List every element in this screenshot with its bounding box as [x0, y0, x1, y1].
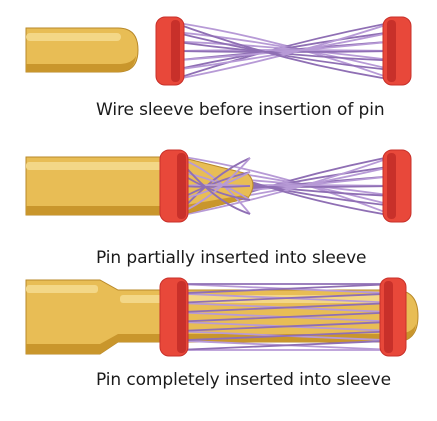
pin-highlight: [26, 162, 176, 170]
sleeve-wire: [175, 292, 393, 304]
sleeve-wire: [175, 330, 393, 342]
caption-complete-insertion: Pin completely inserted into sleeve: [96, 370, 391, 390]
left-ring: [159, 149, 189, 223]
sleeve-wires: [175, 283, 393, 351]
right-ring: [382, 16, 412, 86]
left-ring: [159, 277, 189, 357]
wire-sleeve: [155, 16, 412, 86]
left-ring-shade: [177, 281, 186, 353]
complete-insertion-illustration: [25, 277, 419, 357]
sleeve-wire: [177, 155, 396, 217]
sleeve-wires: [171, 21, 396, 81]
sleeve-wire: [175, 311, 393, 323]
pin-shadow: [26, 195, 250, 215]
left-ring-shade: [177, 153, 186, 219]
left-ring: [155, 16, 185, 86]
sleeve-wire: [171, 30, 396, 72]
right-ring-shade: [387, 20, 396, 82]
pin-highlight: [26, 33, 121, 41]
right-ring-shade: [384, 281, 393, 353]
panel-complete-insertion: Pin completely inserted into sleeve: [0, 270, 437, 421]
sleeve-wire: [175, 339, 393, 351]
right-ring: [382, 149, 412, 223]
pin: [25, 27, 139, 73]
caption-before-insertion: Wire sleeve before insertion of pin: [96, 100, 385, 120]
panel-partial-insertion: Pin partially inserted into sleeve: [0, 140, 437, 280]
partial-insertion-illustration: [25, 149, 412, 223]
sleeve-wire: [177, 185, 251, 188]
panel-before-insertion: Wire sleeve before insertion of pin: [0, 0, 437, 140]
pin: [25, 156, 254, 216]
sleeve-wire: [175, 321, 393, 333]
sleeve-wire: [171, 30, 396, 72]
sleeve-wire: [171, 40, 396, 62]
sleeve-wire: [171, 40, 396, 62]
sleeve-wire: [171, 21, 396, 81]
sleeve-wire: [175, 283, 393, 295]
right-ring: [379, 277, 407, 357]
caption-partial-insertion: Pin partially inserted into sleeve: [96, 248, 367, 268]
pin-highlight: [26, 285, 98, 293]
sleeve-wire: [177, 155, 396, 217]
sleeve-wire: [171, 21, 396, 81]
pin-shadow: [26, 56, 136, 72]
right-ring-shade: [387, 153, 396, 219]
sleeve-wire: [175, 302, 393, 314]
before-insertion-illustration: [25, 16, 412, 86]
sleeve-wire: [171, 21, 396, 81]
left-ring-shade: [171, 20, 180, 82]
